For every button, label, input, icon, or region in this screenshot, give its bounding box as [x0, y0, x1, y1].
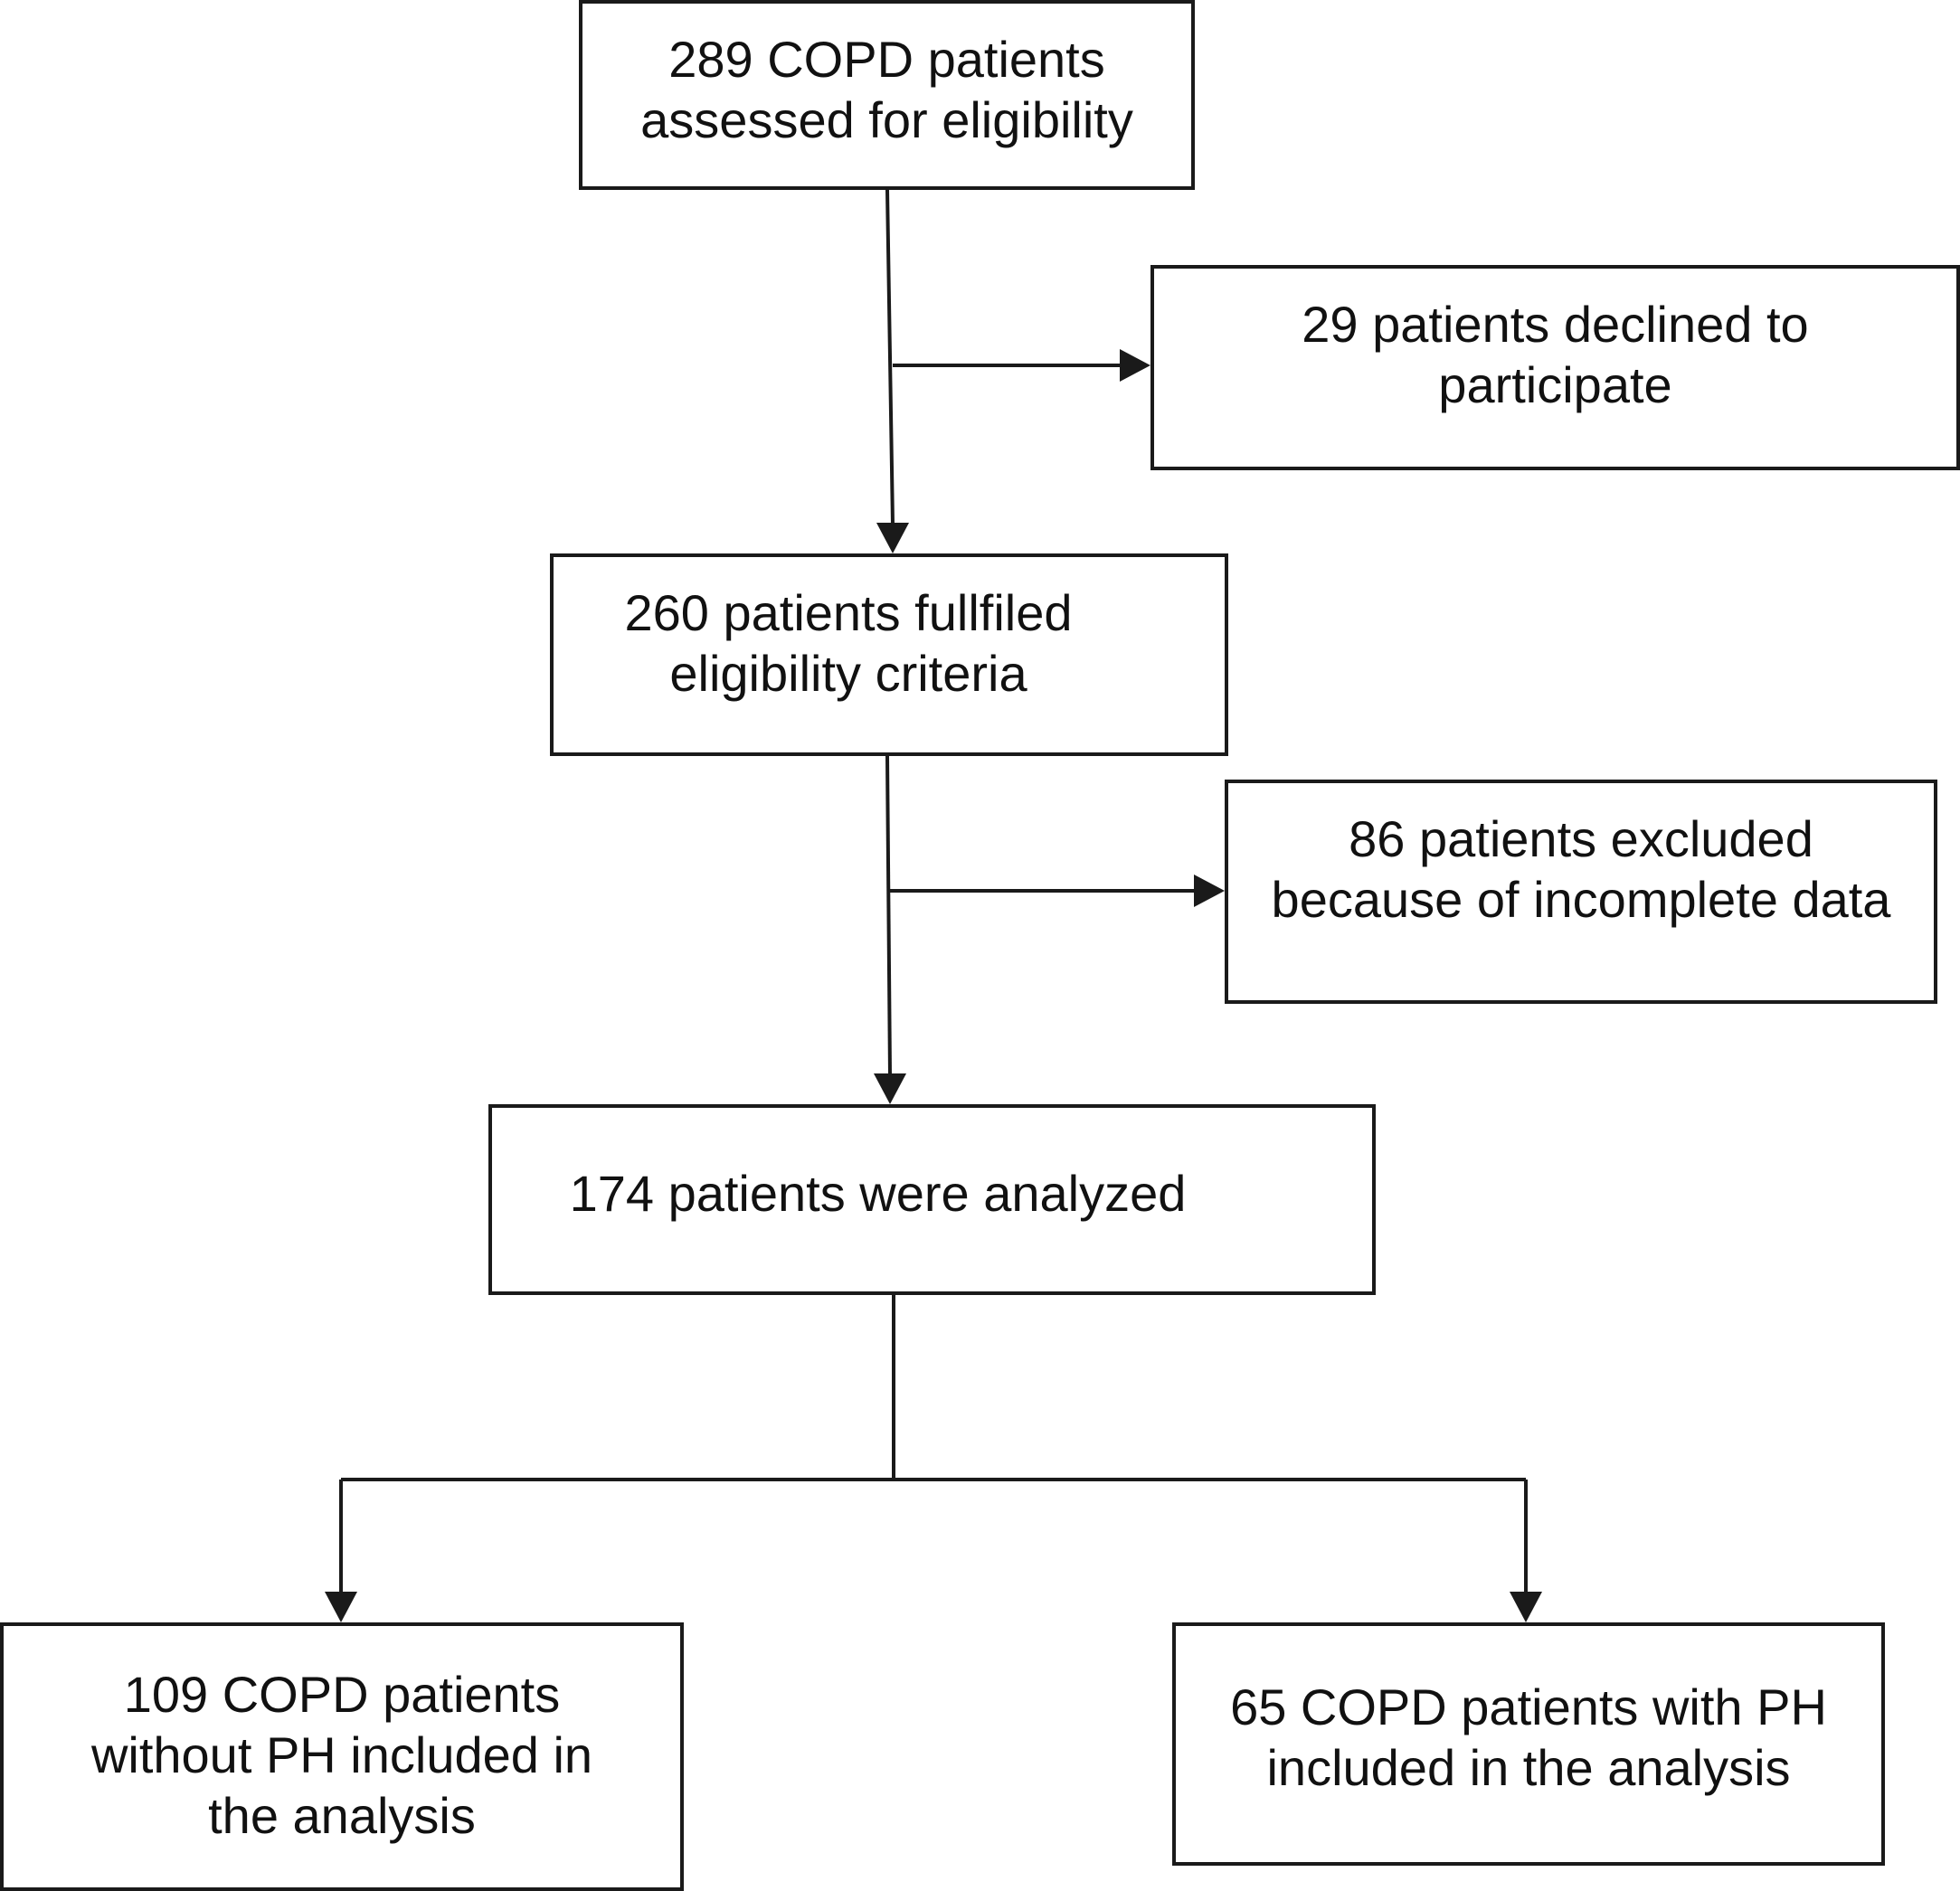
arrowhead-to-declined	[1120, 349, 1150, 382]
without-ph-group-box: 109 COPD patients without PH included in…	[0, 1622, 684, 1891]
eligible-patients-box: 260 patients fullfiled eligibility crite…	[550, 553, 1228, 756]
box-text-line: 174 patients were analyzed	[569, 1165, 1187, 1222]
arrowhead-to-with-ph	[1510, 1592, 1542, 1622]
box-text-line: participate	[1438, 356, 1672, 413]
arrowhead-to-eligible	[876, 523, 909, 553]
screened-patients-box: 289 COPD patients assessed for eligibili…	[579, 0, 1195, 190]
arrowhead-to-analyzed	[874, 1073, 906, 1104]
box-text-line: the analysis	[208, 1787, 476, 1844]
with-ph-group-box: 65 COPD patients with PH included in the…	[1172, 1622, 1885, 1866]
box-text-line: 86 patients excluded	[1349, 810, 1813, 867]
box-text-line: 260 patients fullfiled	[624, 584, 1073, 641]
box-text-line: included in the analysis	[1266, 1738, 1791, 1796]
declined-patients-box: 29 patients declined to participate	[1150, 265, 1960, 470]
box-text-line: eligibility criteria	[669, 645, 1027, 702]
box-text-line: 289 COPD patients	[668, 31, 1105, 88]
box-text-line: assessed for eligibility	[640, 91, 1133, 148]
box-text-line: without PH included in	[90, 1726, 593, 1783]
box-text-line: because of incomplete data	[1271, 871, 1891, 928]
box-text-line: 65 COPD patients with PH	[1230, 1678, 1827, 1735]
connector-eligible-to-analyzed	[885, 755, 892, 1077]
connector-screened-to-eligible	[885, 189, 895, 525]
box-text-line: 109 COPD patients	[123, 1666, 561, 1723]
arrowhead-to-excluded	[1194, 875, 1225, 907]
arrowhead-to-without-ph	[325, 1592, 357, 1622]
box-text-line: 29 patients declined to	[1302, 296, 1809, 353]
excluded-patients-box: 86 patients excluded because of incomple…	[1225, 780, 1937, 1004]
analyzed-patients-box: 174 patients were analyzed	[488, 1104, 1376, 1295]
